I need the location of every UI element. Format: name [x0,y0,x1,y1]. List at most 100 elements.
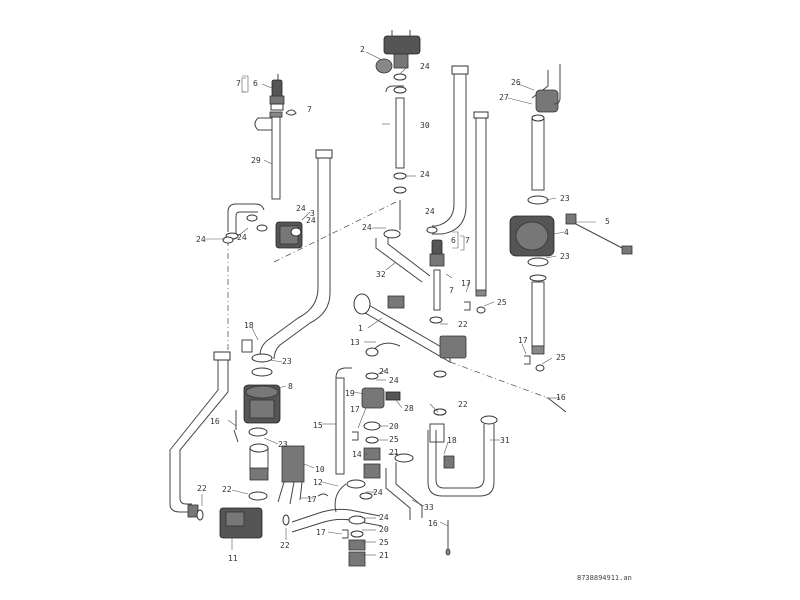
callout-20-center: 20 [389,422,399,431]
clip-17-c [342,529,349,539]
clip-18-left [241,339,253,353]
pipe-15 [335,367,352,475]
callout-21-center: 21 [389,448,399,457]
callout-22-d: 22 [222,485,232,494]
sensor-block-center [433,335,467,378]
callout-24-f: 24 [362,223,372,232]
callout-19: 19 [345,389,355,398]
sensor-16-left [233,410,239,443]
callout-7-left: 7 [307,105,312,114]
valve-6-left [269,74,285,111]
callout-25-b: 25 [556,353,566,362]
callout-23-c: 23 [282,357,292,366]
callout-28: 28 [404,404,414,413]
pipe-30 [385,85,407,169]
fitting-center-vertical [429,423,445,443]
callout-18-right: 18 [447,436,457,445]
callout-23-d: 23 [278,440,288,449]
pipe-bottom-center [291,508,383,533]
valve-26 [531,64,561,113]
callout-24-b: 24 [420,170,430,179]
callout-6-left: 6 [253,79,258,88]
callout-4: 4 [564,228,569,237]
callout-5: 5 [605,217,610,226]
callout-25-d: 25 [379,538,389,547]
clip-17-e [524,355,531,365]
cable-5 [565,213,633,255]
callout-24-j: 24 [373,488,383,497]
hose-13 [365,342,401,357]
callout-33: 33 [424,503,434,512]
callout-24-k: 24 [379,513,389,522]
clip-17-a [352,431,359,441]
callout-18-left: 18 [244,321,254,330]
fitting-stack-bottom [348,515,366,567]
callout-12: 12 [313,478,323,487]
callout-8: 8 [288,382,293,391]
pump-3 [275,221,303,249]
motor-11 [219,507,263,539]
pipe-32 [375,200,431,283]
callout-16-bottom: 16 [428,519,438,528]
pump-8 [243,384,281,424]
callout-32: 32 [376,270,386,279]
callout-21-bottom: 21 [379,551,389,560]
callout-7-right-bracket: 7 [465,236,470,245]
callout-24-d: 24 [237,233,247,242]
callout-24-e: 24 [196,235,206,244]
assembly-line-pump3 [273,201,397,263]
heating-element-10 [277,445,305,505]
callout-17-a: 17 [350,405,360,414]
callout-13: 13 [350,338,360,347]
callout-16-left: 16 [210,417,220,426]
callout-15: 15 [313,421,323,430]
callout-23-b: 23 [560,252,570,261]
callout-24-g: 24 [425,207,435,216]
callout-7-left-bracket: 7 [236,79,241,88]
fitting-below-pump-8 [249,443,269,481]
valve-2 [375,30,421,74]
callout-23-a: 23 [560,194,570,203]
callout-labels: 1 2 3 4 5 6 7 7 6 7 7 8 10 11 12 13 14 1… [196,45,610,563]
valve-6-right [429,239,445,311]
ring-22-bottom [282,514,290,526]
callout-17-c: 17 [316,528,326,537]
callout-11: 11 [228,554,238,563]
callout-17-d: 17 [461,279,471,288]
callout-16-right: 16 [556,393,566,402]
pipe-center-right-vertical [473,111,489,297]
clip-17-b [317,493,329,497]
valve-19 [361,387,401,409]
callout-27: 27 [499,93,509,102]
callout-24-h: 24 [379,367,389,376]
group-brackets [241,77,465,251]
callout-3: 3 [310,209,315,218]
sensor-16-right [547,397,567,413]
callout-24-c: 24 [296,204,306,213]
pipe-tall-center-right [432,65,469,235]
callout-20-bottom: 20 [379,525,389,534]
pipe-long-left [259,149,333,360]
callout-26: 26 [511,78,521,87]
callout-22-a: 22 [458,320,468,329]
callout-24-a: 24 [420,62,430,71]
callout-14: 14 [352,450,362,459]
pipe-right-upper [531,114,545,191]
callout-7-right: 7 [449,286,454,295]
callout-31: 31 [500,436,510,445]
pump-4 [509,195,555,267]
pipe-33 [385,453,423,520]
callout-22-b: 22 [458,400,468,409]
callout-25-a: 25 [497,298,507,307]
document-reference: 8738894911.an [577,574,632,582]
clip-7-left [285,109,297,116]
callout-17-b: 17 [307,495,317,504]
assembly-line-right [449,361,549,399]
fitting-stack-center [363,421,381,479]
pipe-31 [427,415,498,497]
callout-6-right: 6 [451,236,456,245]
ring-22-left [196,509,204,521]
pipe-right-lower [529,274,547,355]
pipe-29 [254,111,283,200]
